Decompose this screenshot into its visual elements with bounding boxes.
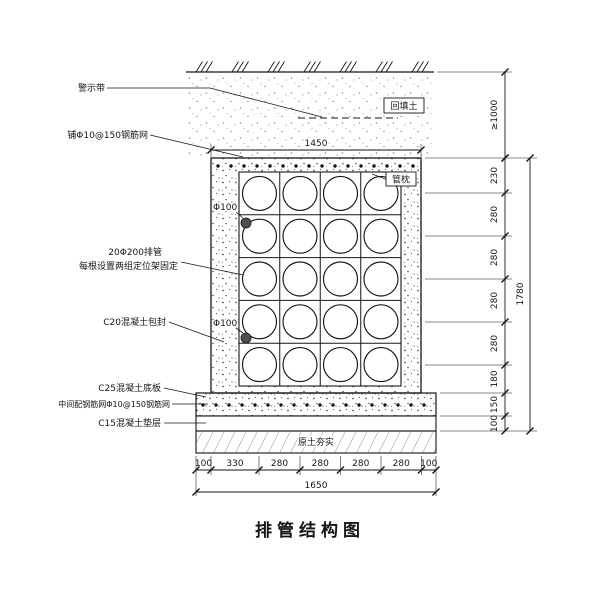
dim-right-seg-4: 280 [490,335,500,352]
label-mid-mesh: 中间配钢筋网Φ10@150钢筋网 [58,399,170,409]
backfill-label-box [383,97,425,114]
label-warning-tape: 警示带 [78,82,105,94]
leader-pipe-spec [180,261,244,276]
dim-bottom-seg-4: 280 [352,459,369,469]
rebar-mesh-dots [201,164,426,407]
c15-cushion-layer [195,415,437,432]
label-phi100-bottom: Φ100 [213,319,238,329]
label-compacted-soil: 原土夯实 [298,436,334,448]
label-top-mesh: 铺Φ10@150钢筋网 [67,129,148,141]
label-c20-encasement: C20混凝土包封 [103,316,166,328]
dim-top-width: 1450 [305,139,328,149]
label-c15-cushion: C15混凝土垫层 [98,417,161,429]
c25-base-slab [195,392,437,417]
dimension-ticks-and-extensions [192,68,537,496]
dim-bottom-seg-5: 280 [393,459,410,469]
dim-bottom-seg-1: 330 [226,459,243,469]
label-pipe-pillow: 管枕 [392,174,410,186]
dim-right-seg-1: 280 [490,206,500,223]
label-c25-base-slab: C25混凝土底板 [98,382,161,394]
leader-c20-encasement [168,321,225,343]
compacted-soil-band [195,430,437,454]
dim-right-seg-5: 180 [490,370,500,387]
leader-warning-tape [107,87,323,118]
leader-c25-base-slab [163,387,207,398]
dim-right-seg-0: 230 [490,167,500,184]
leader-phi100-bottom [235,327,244,334]
dim-bottom-seg-6: 100 [420,459,437,469]
leader-top-mesh [149,134,244,158]
label-phi100-top: Φ100 [213,203,238,213]
label-pipe-spec: 20Φ200排管 [108,246,162,258]
phi100-pipe-marker-bottom [240,332,252,344]
phi100-pipe-marker-top [240,217,252,229]
leader-pipe-pillow [371,173,389,181]
dim-min-cover: ≥1000 [490,100,500,131]
leader-phi100-top [235,211,244,219]
label-backfill: 回填土 [390,100,417,112]
ground-hatch-symbols [195,61,429,73]
dim-bottom-seg-3: 280 [312,459,329,469]
label-pipe-fixing: 每根设置两组定位架固定 [79,260,178,272]
dim-bottom-seg-0: 100 [195,459,212,469]
dim-right-seg-3: 280 [490,292,500,309]
pipe-grid [239,172,401,386]
drawing-title: 排管结构图 [255,520,365,541]
dim-right-seg-2: 280 [490,249,500,266]
pipe-pillow-label-box [385,171,417,187]
dim-right-seg-6: 150 [490,396,500,413]
dim-right-seg-7: 100 [490,415,500,432]
dim-bottom-total: 1650 [305,481,328,491]
dim-bottom-seg-2: 280 [271,459,288,469]
backfill-soil-region [186,72,434,158]
dim-right-total: 1780 [516,282,526,305]
